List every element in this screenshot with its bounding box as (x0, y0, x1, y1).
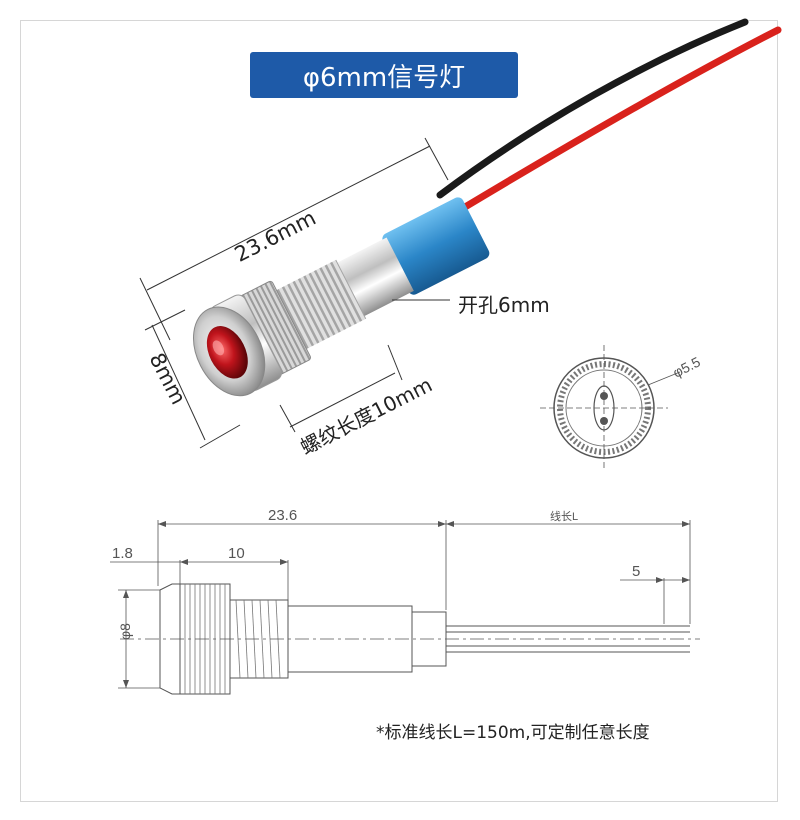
thread-length-label: 10 (228, 545, 245, 562)
heat-shrink-sleeve (382, 197, 490, 295)
section-diameter-label: φ5.5 (670, 353, 703, 380)
diameter-label: 8mm (145, 349, 191, 408)
length-note: *标准线长L=150m,可定制任意长度 (376, 723, 650, 743)
red-wire (456, 26, 782, 214)
head-length-label: 1.8 (112, 545, 133, 562)
wires (436, 18, 782, 214)
section-view (540, 345, 681, 470)
length-label: 23.6mm (231, 206, 320, 267)
dimension-arrows (123, 521, 690, 688)
wire-length-label: 线长L (550, 509, 578, 523)
technical-drawing (110, 520, 700, 695)
title-text: φ6mm信号灯 (302, 62, 466, 93)
thread (273, 259, 367, 351)
hole-label: 开孔6mm (458, 293, 550, 317)
red-lens (206, 326, 248, 379)
thread-label: 螺纹长度10mm (296, 373, 436, 460)
bezel (193, 306, 266, 397)
led-body (193, 197, 490, 397)
black-wire (436, 18, 749, 199)
overall-length-label: 23.6 (268, 507, 297, 524)
photo-dimensions (139, 137, 450, 449)
strip-length-label: 5 (632, 563, 640, 580)
drawing-diameter-label: φ8 (117, 623, 133, 640)
title-badge: φ6mm信号灯 (250, 52, 518, 98)
